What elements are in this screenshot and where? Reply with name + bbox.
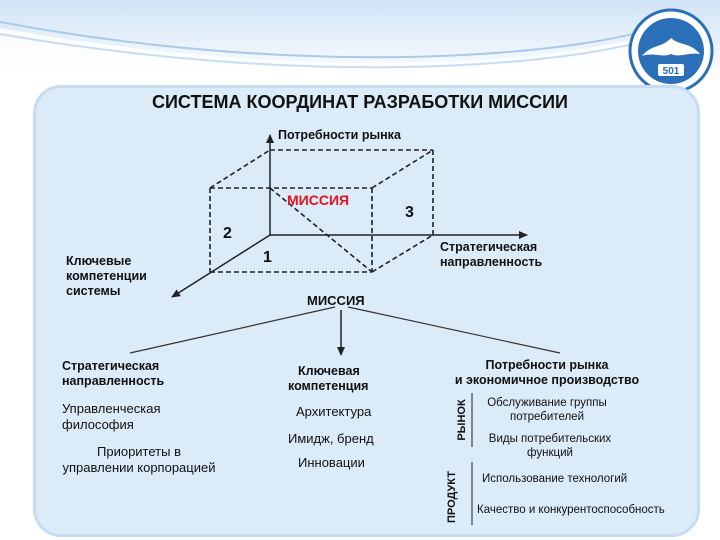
middle-heading-line1: Ключевая (298, 364, 360, 378)
left-item-priorities: Приоритеты в управлении корпорацией (34, 444, 244, 476)
left-item-line3: Приоритеты в (97, 444, 181, 459)
cube-number-2: 2 (223, 225, 232, 242)
middle-column-heading: Ключевая компетенция (288, 364, 368, 394)
product-side-label: ПРОДУКТ (446, 470, 458, 524)
header-wave (0, 0, 720, 80)
right-item-customer-service: Обслуживание группы потребителей (472, 396, 622, 424)
logo: 501 (628, 8, 714, 94)
right-market-line4: функций (527, 447, 573, 459)
right-heading-line2: и экономичное производство (454, 373, 640, 387)
right-market-line1: Обслуживание группы (487, 397, 607, 409)
cube-number-3: 3 (405, 204, 414, 221)
axis-label-strategic-line1: Стратегическая (440, 240, 538, 254)
market-side-label: РЫНОК (456, 399, 468, 441)
middle-heading-line2: компетенция (288, 379, 369, 393)
axis-label-market-needs: Потребности рынка (278, 128, 401, 142)
right-item-technology: Использование технологий (482, 473, 628, 485)
left-item-line4: управлении корпорацией (62, 460, 216, 475)
axis-competencies (171, 234, 271, 298)
left-item-line2: философия (62, 417, 134, 432)
left-heading-line2: направленность (62, 374, 165, 388)
right-heading-line1: Потребности рынка (485, 358, 609, 372)
axis-label-competencies-line2: компетенции (66, 269, 147, 283)
axis-label-competencies-line3: системы (66, 284, 121, 298)
left-item-line1: Управленческая (62, 401, 161, 416)
mission-cube (209, 149, 434, 273)
left-item-philosophy: Управленческая философия (62, 401, 161, 433)
right-market-line2: потребителей (510, 411, 584, 423)
right-item-quality: Качество и конкурентоспособность (477, 504, 665, 516)
right-column-heading: Потребности рынка и экономичное производ… (433, 358, 661, 388)
middle-item-image-brand: Имидж, бренд (288, 431, 374, 446)
axis-label-strategic-direction: Стратегическая направленность (440, 240, 542, 270)
cube-number-1: 1 (263, 249, 272, 266)
axis-label-competencies: Ключевые компетенции системы (66, 254, 147, 299)
logo-number: 501 (663, 66, 680, 77)
left-column-heading: Стратегическая направленность (62, 359, 164, 389)
cube-mission-label: МИССИЯ (287, 192, 350, 208)
middle-item-architecture: Архитектура (296, 404, 372, 419)
axis-label-competencies-line1: Ключевые (66, 254, 132, 268)
branch-left (129, 306, 336, 354)
middle-item-innovations: Инновации (298, 455, 365, 470)
page-title: СИСТЕМА КООРДИНАТ РАЗРАБОТКИ МИССИИ (152, 92, 568, 112)
branch-right (347, 306, 561, 354)
axis-label-strategic-line2: направленность (440, 255, 543, 269)
mission-center-label: МИССИЯ (307, 293, 365, 308)
right-item-consumer-functions: Виды потребительских функций (475, 432, 625, 460)
left-heading-line1: Стратегическая (62, 359, 160, 373)
right-market-line3: Виды потребительских (488, 433, 612, 445)
